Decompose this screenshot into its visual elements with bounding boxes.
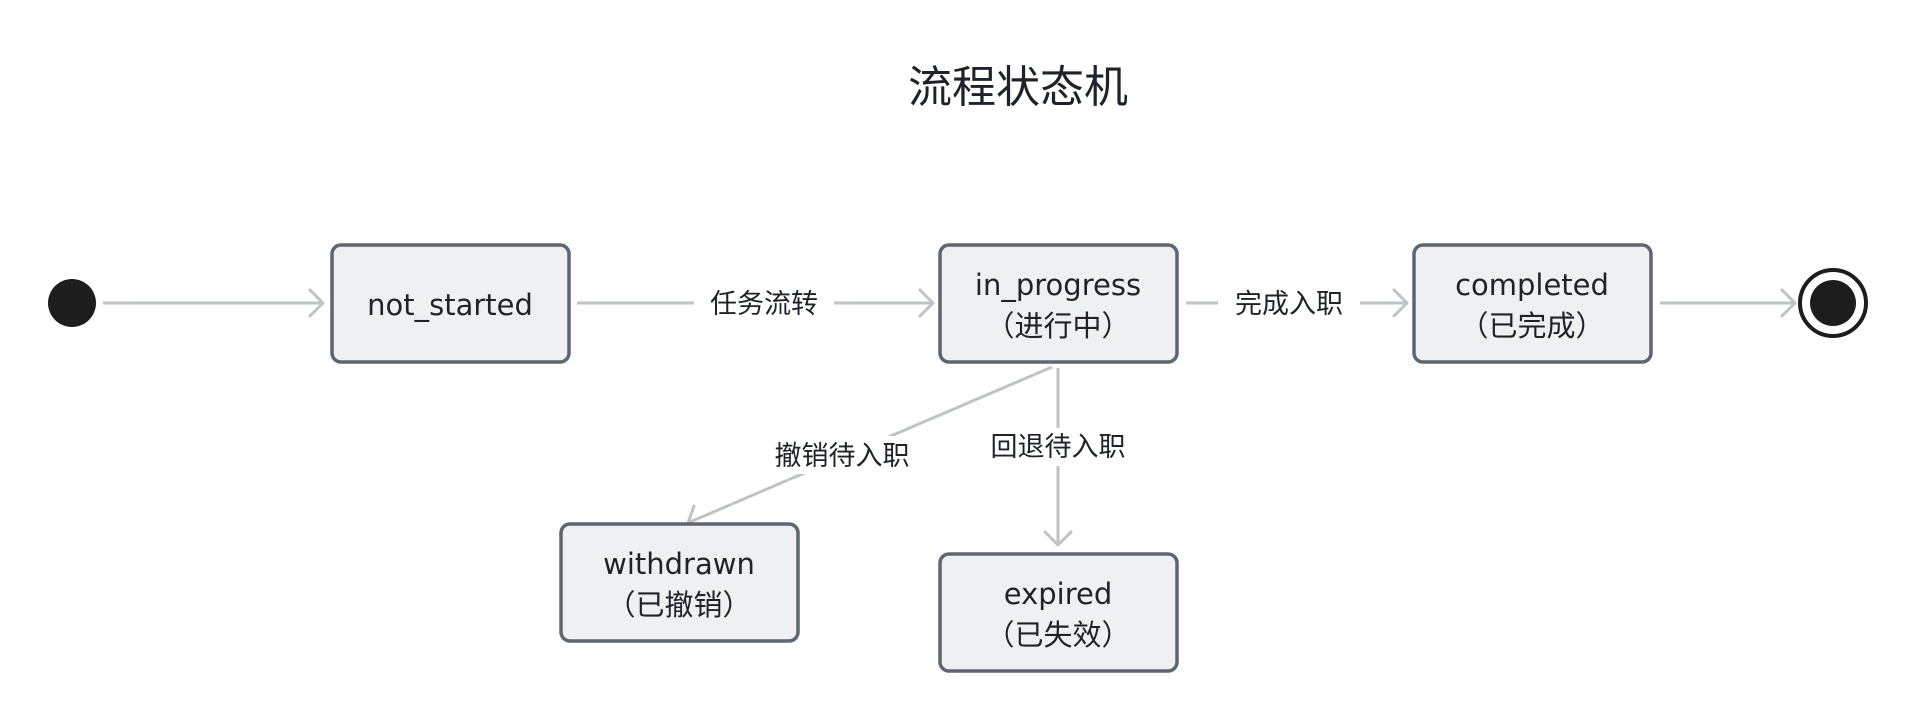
edge-label-task-flow: 任务流转 — [710, 289, 818, 320]
edge-in-progress-to-withdrawn: 撤销待入职 — [686, 365, 1053, 530]
final-state-marker — [1798, 268, 1868, 338]
state-withdrawn-sublabel: （已撤销） — [606, 588, 751, 622]
edge-label-withdraw-onboarding: 撤销待入职 — [775, 441, 910, 472]
state-not-started-label: not_started — [367, 288, 533, 322]
state-not-started: not_started — [330, 243, 571, 364]
state-completed-sublabel: （已完成） — [1459, 309, 1604, 343]
state-in-progress-label: in_progress — [975, 268, 1141, 302]
edge-label-complete-onboarding: 完成入职 — [1235, 289, 1343, 320]
edge-in-progress-to-expired: 回退待入职 — [983, 368, 1133, 547]
state-expired: expired （已失效） — [938, 552, 1179, 673]
diagram-title: 流程状态机 — [908, 62, 1128, 113]
state-withdrawn: withdrawn （已撤销） — [559, 522, 800, 643]
state-completed-label: completed — [1455, 268, 1609, 302]
state-completed: completed （已完成） — [1412, 243, 1653, 364]
edge-in-progress-to-completed: 完成入职 — [1186, 285, 1409, 321]
edge-completed-to-end — [1660, 288, 1797, 318]
state-expired-sublabel: （已失效） — [985, 618, 1130, 652]
state-in-progress: in_progress （进行中） — [938, 243, 1179, 364]
edge-start-to-not-started — [103, 288, 325, 318]
edge-label-revert-onboarding: 回退待入职 — [991, 432, 1126, 463]
state-expired-label: expired — [1004, 577, 1113, 611]
edge-not-started-to-in-progress: 任务流转 — [577, 285, 935, 321]
state-withdrawn-label: withdrawn — [603, 547, 755, 581]
state-in-progress-sublabel: （进行中） — [985, 309, 1130, 343]
initial-state-dot — [48, 279, 96, 327]
